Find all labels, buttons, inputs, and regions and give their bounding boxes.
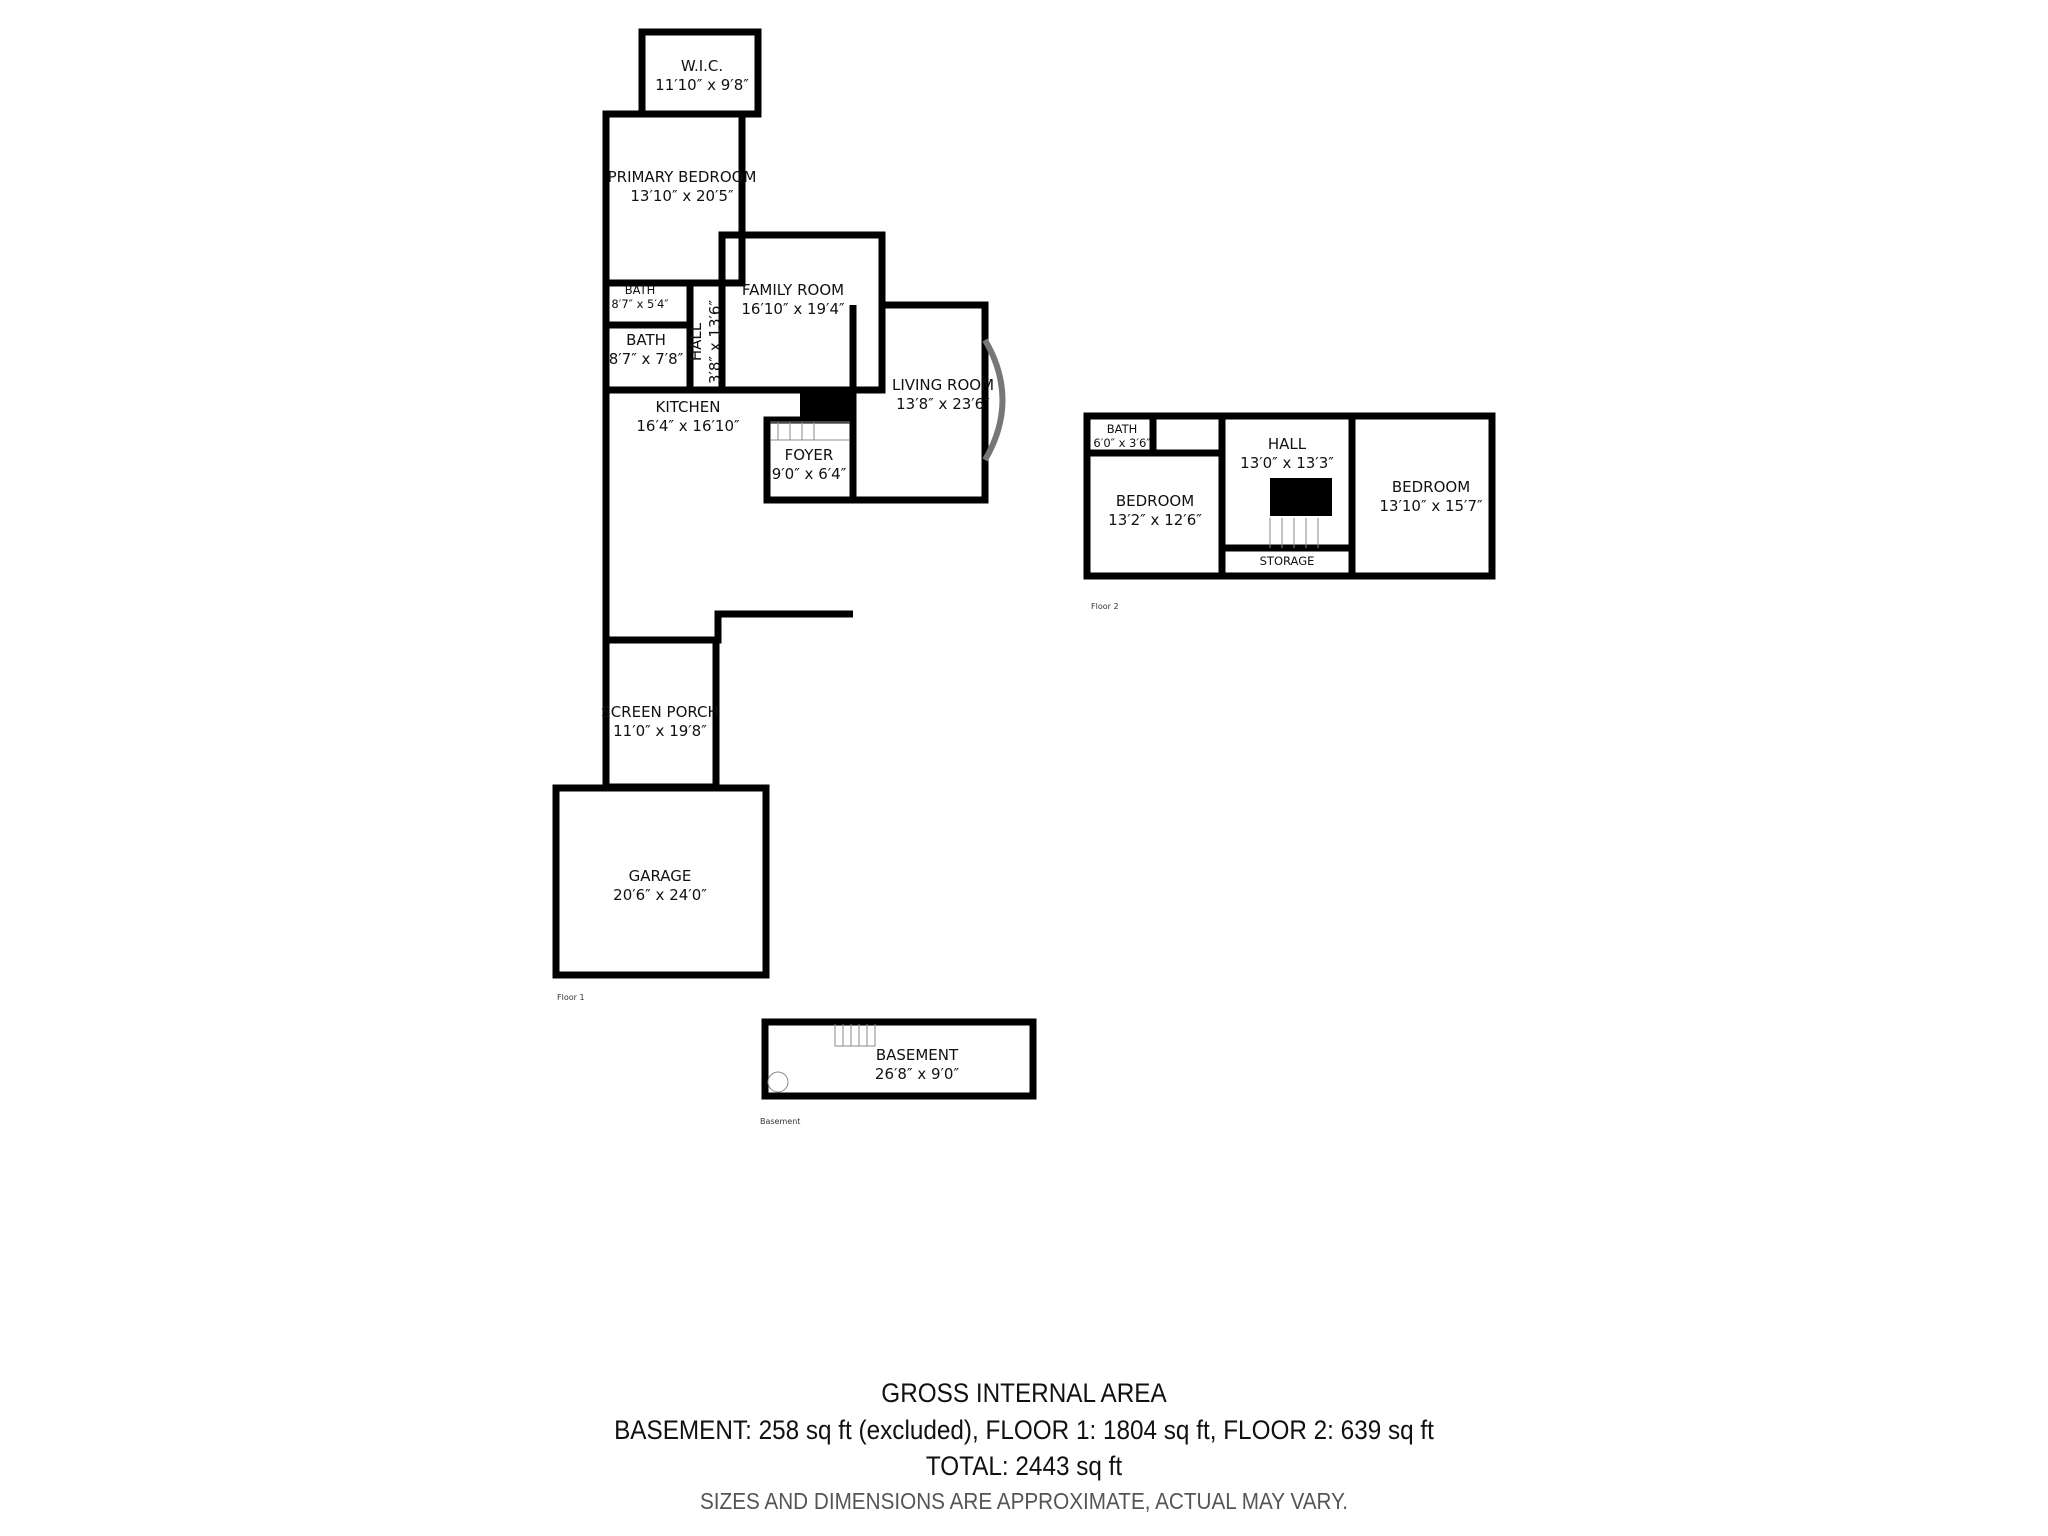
room-name: PRIMARY BEDROOM (607, 168, 757, 186)
room-name: BEDROOM (1391, 478, 1471, 496)
room-dims: 16′10″ x 19′4″ (741, 300, 845, 318)
room-dims: 20′6″ x 24′0″ (613, 886, 707, 904)
garage-walls (552, 784, 770, 979)
room-name: FOYER (784, 446, 834, 464)
living-room-bay-window (982, 338, 1006, 462)
room-name: BASEMENT (875, 1046, 959, 1064)
room-dims: 13′10″ x 20′5″ (630, 187, 734, 205)
basement-walls (761, 1018, 1037, 1100)
room-dims: 16′4″ x 16′10″ (636, 417, 740, 435)
gross-area-total: TOTAL: 2443 sq ft (925, 1451, 1123, 1481)
room-name: FAMILY ROOM (741, 281, 845, 299)
room-dims: 8′7″ x 5′4″ (611, 297, 669, 311)
floor-2-label: Floor 2 (1091, 602, 1119, 611)
room-name: BATH (626, 331, 666, 349)
room-name: W.I.C. (680, 57, 724, 75)
basement-stairs (834, 1024, 876, 1047)
room-name: BEDROOM (1115, 492, 1195, 510)
room-dims: 3′8″ x 13′6″ (706, 299, 724, 385)
room-name: GARAGE (628, 867, 692, 885)
room-name: BATH (1106, 422, 1138, 436)
room-dims: 6′0″ x 3′6″ (1093, 436, 1151, 450)
floor2-inner-walls (1087, 416, 1356, 576)
room-name: LIVING ROOM (891, 376, 995, 394)
floor2-stair-void (1270, 478, 1332, 516)
room-wic: W.I.C.11′10″ x 9′8″ (655, 57, 749, 95)
gross-area-breakdown: BASEMENT: 258 sq ft (excluded), FLOOR 1:… (614, 1415, 1434, 1445)
room-dims: 13′8″ x 23′6″ (896, 395, 990, 413)
room-name: HALL (1267, 435, 1307, 453)
floor2-outer-walls (1083, 412, 1496, 580)
fireplace (800, 392, 850, 420)
floor2-stairs (1269, 518, 1319, 548)
basement-label: Basement (760, 1117, 801, 1126)
foyer-stairs (770, 421, 850, 441)
room-name: SCREEN PORCH (601, 703, 719, 721)
walls (552, 28, 1496, 1100)
room-dims: 26′8″ x 9′0″ (874, 1065, 960, 1083)
room-dims: 11′0″ x 19′8″ (613, 722, 707, 740)
room-dims: 13′0″ x 13′3″ (1240, 454, 1334, 472)
room-storage: STORAGE (1259, 554, 1315, 568)
room-dims: 13′2″ x 12′6″ (1108, 511, 1202, 529)
room-dims: 8′7″ x 7′8″ (608, 350, 684, 368)
room-name: HALL (687, 322, 705, 362)
disclaimer: SIZES AND DIMENSIONS ARE APPROXIMATE, AC… (699, 1488, 1349, 1514)
room-name: BATH (624, 283, 656, 297)
floor-1-label: Floor 1 (557, 993, 585, 1002)
room-dims: 11′10″ x 9′8″ (655, 76, 749, 94)
room-dims: 13′10″ x 15′7″ (1379, 497, 1483, 515)
basement-utility (767, 1071, 789, 1093)
fixtures (767, 338, 1332, 1093)
room-name: KITCHEN (655, 398, 721, 416)
gross-area-title: GROSS INTERNAL AREA (881, 1378, 1167, 1408)
room-dims: 9′0″ x 6′4″ (771, 465, 847, 483)
